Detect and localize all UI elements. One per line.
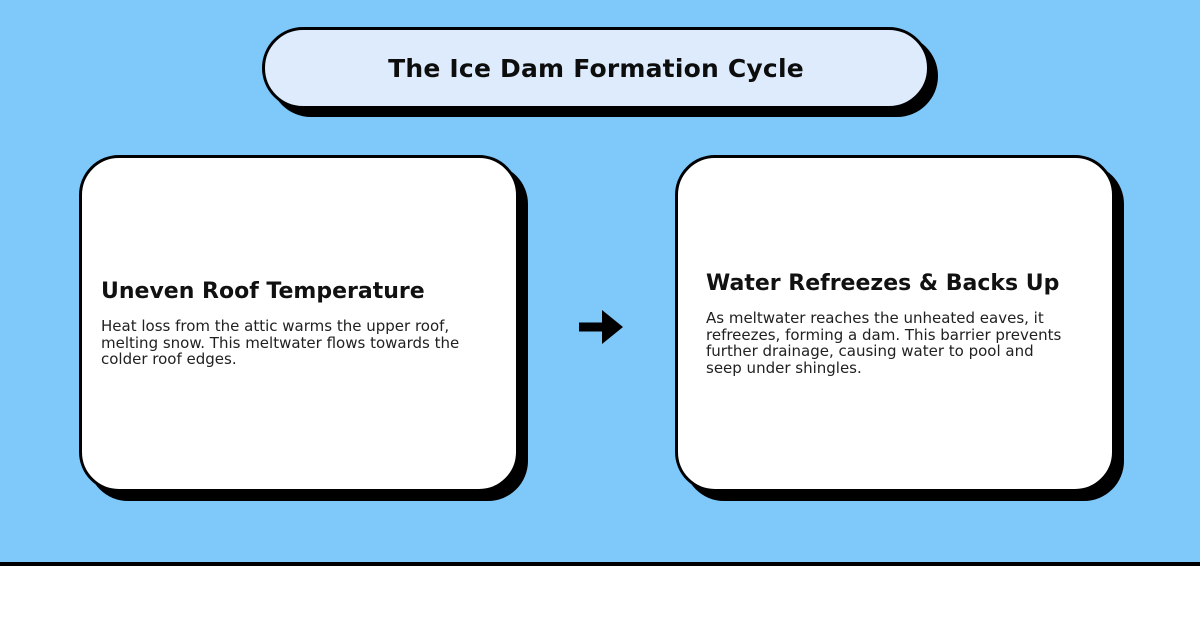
step-card-water-refreezes-backs-up: Water Refreezes & Backs Up As meltwater … [675, 155, 1115, 492]
step-body: Heat loss from the attic warms the upper… [101, 317, 460, 369]
title-pill: The Ice Dam Formation Cycle [262, 27, 930, 109]
page-title: The Ice Dam Formation Cycle [388, 53, 804, 83]
footer-whitespace [0, 566, 1200, 630]
step-heading: Uneven Roof Temperature [101, 279, 425, 305]
step-body: As meltwater reaches the unheated eaves,… [706, 309, 1062, 377]
step-card-uneven-roof-temperature: Uneven Roof Temperature Heat loss from t… [79, 155, 519, 492]
step-heading: Water Refreezes & Backs Up [706, 270, 1060, 296]
diagram-area: The Ice Dam Formation Cycle Uneven Roof … [0, 0, 1200, 566]
arrow-right-icon [578, 306, 624, 348]
